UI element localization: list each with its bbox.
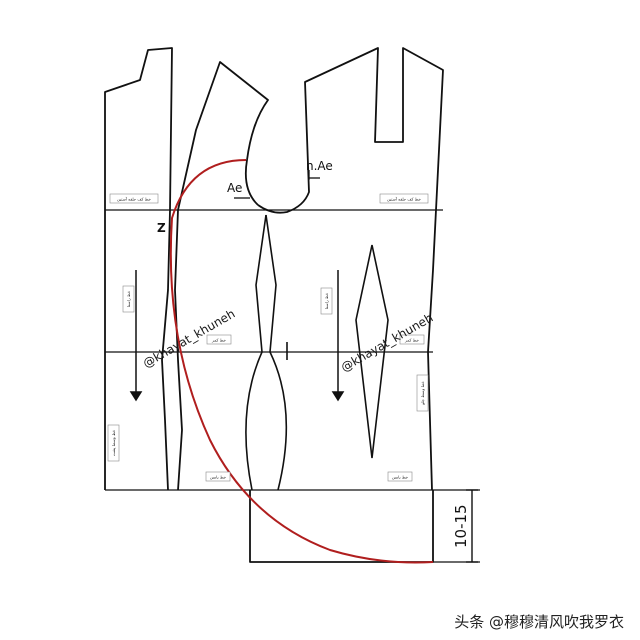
note-back-waist: خط کمر [211, 338, 226, 343]
hip-extension [249, 490, 434, 563]
pattern-outline [104, 47, 444, 563]
footer-credit: 头条 @穆穆清风吹我罗衣 [454, 613, 624, 631]
note-front-hip: خط باسن [392, 475, 409, 480]
back-bodice-outline [104, 47, 173, 491]
arrow-down-icon [129, 391, 143, 402]
center-dart-right [265, 214, 288, 491]
point-z-label: Z [157, 221, 166, 235]
arrow-down-icon [331, 391, 345, 402]
point-ae-right-label: h.Ae [306, 159, 333, 173]
front-neck-marks [234, 170, 320, 199]
note-back-center: خط وسط پشت [111, 429, 116, 456]
measure-label: 10-15 [452, 504, 470, 548]
front-armhole-outline [257, 47, 444, 491]
note-front-chest: خط کف حلقه آستین [387, 197, 422, 202]
note-front-waist: خط کمر [404, 338, 419, 343]
front-dart [355, 244, 389, 459]
note-back-chest: خط کف حلقه آستین [117, 197, 152, 202]
note-labels: خط کف حلقه آستین خط کف حلقه آستین خط کمر… [107, 193, 429, 482]
dimension-marker [466, 489, 478, 563]
note-back-grain: خط راستا [126, 290, 131, 307]
construction-lines [105, 209, 480, 563]
note-back-hip: خط باسن [210, 475, 227, 480]
center-dart-left [245, 214, 267, 491]
point-ae-left-label: Ae [227, 181, 242, 195]
back-side-panel [174, 61, 269, 491]
drafting-curve [169, 159, 434, 564]
grain-arrows [129, 270, 345, 402]
note-front-center: خط وسط جلو [420, 381, 425, 406]
note-front-grain: خط راستا [324, 292, 329, 309]
side-seam-darts [245, 214, 389, 491]
